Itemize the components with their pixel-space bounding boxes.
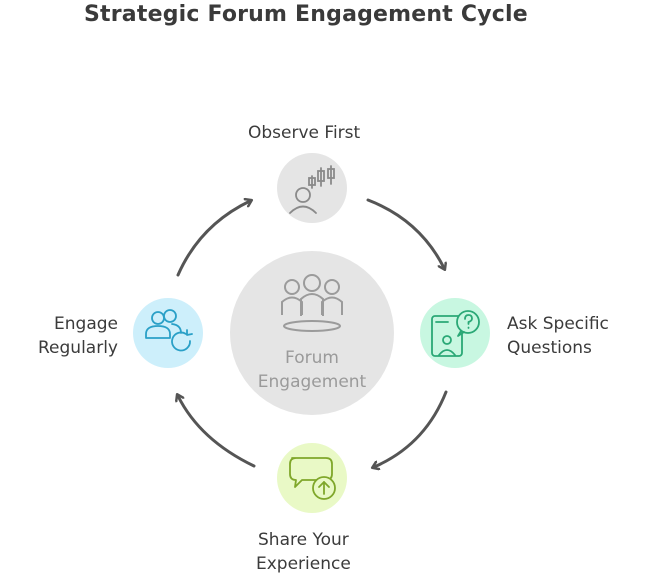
step-label-share-line-1: Share Your bbox=[258, 530, 349, 550]
center-node bbox=[230, 251, 394, 415]
chat-upload-icon bbox=[289, 457, 336, 500]
step-node-share bbox=[277, 443, 347, 513]
step-label-engage: Engage Regularly bbox=[26, 312, 118, 360]
step-label-ask-line-2: Questions bbox=[507, 338, 592, 358]
step-label-ask-line-1: Ask Specific bbox=[507, 314, 609, 334]
center-label: Forum Engagement bbox=[232, 346, 392, 394]
step-label-engage-line-2: Regularly bbox=[38, 338, 118, 358]
step-label-observe: Observe First bbox=[248, 121, 360, 145]
question-document-icon bbox=[431, 310, 480, 357]
people-group-icon bbox=[281, 274, 343, 332]
person-chart-icon bbox=[289, 165, 335, 214]
users-refresh-icon bbox=[145, 309, 193, 352]
center-label-line-1: Forum bbox=[285, 348, 339, 368]
arrow-engage-to-observe bbox=[176, 201, 250, 277]
step-node-engage bbox=[133, 298, 203, 368]
step-node-observe bbox=[277, 153, 347, 223]
step-label-engage-line-1: Engage bbox=[54, 314, 118, 334]
step-label-share-line-2: Experience bbox=[256, 554, 351, 574]
cycle-arrows bbox=[176, 198, 448, 468]
step-label-share: Share Your Experience bbox=[256, 528, 351, 576]
arrow-observe-to-ask bbox=[366, 198, 444, 268]
center-label-line-2: Engagement bbox=[257, 372, 367, 392]
diagram-title: Strategic Forum Engagement Cycle bbox=[84, 2, 528, 27]
step-label-ask: Ask Specific Questions bbox=[507, 312, 609, 360]
step-node-ask bbox=[420, 298, 490, 368]
arrow-ask-to-share bbox=[374, 390, 448, 467]
arrow-share-to-engage bbox=[178, 396, 256, 468]
step-label-observe-line-1: Observe First bbox=[248, 123, 361, 143]
